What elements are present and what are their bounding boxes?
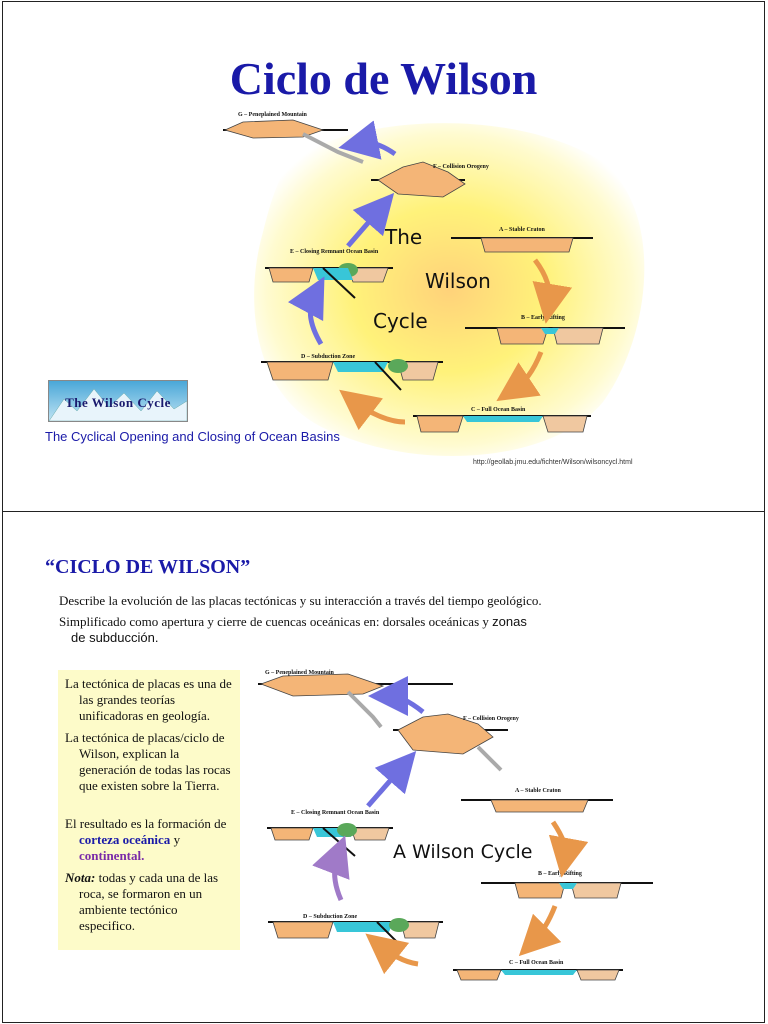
simplified-paragraph: Simplificado como apertura y cierre de c… (59, 614, 527, 630)
arrow-a-to-b (548, 820, 589, 878)
wilson-cycle-logo: The Wilson Cycle (48, 380, 188, 422)
stage-a-label: A – Stable Craton (499, 227, 545, 233)
arrow-f-to-g (368, 676, 425, 717)
stage-g-label: G – Peneplained Mountain (265, 670, 335, 676)
highlight-oceanic-crust: corteza oceánica (79, 832, 171, 847)
stage-b: B – Early Rifting (481, 871, 653, 899)
arrow-c-to-d (339, 389, 406, 431)
info-item-1: La tectónica de placas es una de las gra… (65, 676, 232, 723)
stage-g-peneplained-mountain: G – Peneplained Mountain (223, 112, 364, 164)
center-word-cycle: Cycle (373, 309, 428, 333)
info-item-3: El resultado es la formación de corteza … (65, 816, 227, 863)
arrow-d-to-e (287, 276, 325, 346)
source-url: http://geollab.jmu.edu/fichter/Wilson/wi… (473, 459, 633, 466)
stage-a-label: A – Stable Craton (515, 788, 561, 794)
stage-d: D – Subduction Zone (268, 914, 443, 949)
stage-g-label: G – Peneplained Mountain (238, 112, 308, 118)
arrow-b-to-c (496, 351, 544, 402)
note-label: Nota: (65, 870, 96, 885)
arrow-f-to-g (338, 120, 397, 160)
description-paragraph: Describe la evolución de las placas tect… (59, 593, 542, 608)
background-glow (254, 123, 645, 456)
slide-title: Ciclo de Wilson (229, 53, 538, 104)
simplified-text: Simplificado como apertura y cierre de c… (59, 614, 489, 629)
stage-f-label: F – Collision Orogeny (463, 716, 519, 722)
stage-e-label: E – Closing Remnant Ocean Basin (291, 810, 380, 816)
wilson-cycle-diagram-2: G – Peneplained Mountain F – Collision O… (258, 670, 653, 981)
center-word-wilson: Wilson (425, 269, 491, 293)
highlight-continental: continental. (79, 848, 145, 863)
logo-text: The Wilson Cycle (65, 395, 171, 410)
stage-f-collision-orogeny: F – Collision Orogeny (371, 161, 489, 198)
stage-b-label: B – Early Rifting (538, 871, 582, 877)
info-box: La tectónica de placas es una de las gra… (58, 670, 240, 950)
figure-caption: The Cyclical Opening and Closing of Ocea… (45, 429, 340, 444)
stage-c: C – Full Ocean Basin (453, 960, 623, 981)
arrow-d-to-e (312, 835, 350, 902)
arrow-a-to-b (532, 258, 573, 324)
stage-c-full-ocean-basin: C – Full Ocean Basin (413, 407, 591, 433)
stage-a-stable-craton: A – Stable Craton (451, 227, 593, 253)
stage-f: F – Collision Orogeny (393, 713, 519, 772)
center-word-the: The (384, 225, 422, 249)
simplified-continuation: de subducción. (71, 630, 159, 645)
wilson-cycle-diagram: G – Peneplained Mountain F – Collision O… (223, 112, 645, 456)
stage-b-label: B – Early Rifting (521, 315, 565, 321)
slide-title: “CICLO DE WILSON” (45, 556, 251, 578)
info-item-2: La tectónica de placas/ciclo de Wilson, … (65, 730, 231, 793)
diagram-center-text: A Wilson Cycle (393, 841, 533, 863)
stage-c-label: C – Full Ocean Basin (471, 407, 526, 413)
arrow-b-to-c (518, 905, 562, 957)
stage-d-label: D – Subduction Zone (303, 914, 358, 920)
stage-a: A – Stable Craton (461, 788, 613, 813)
stage-e-label: E – Closing Remnant Ocean Basin (290, 249, 379, 255)
stage-d-subduction-zone: D – Subduction Zone (261, 354, 443, 391)
stage-f-label: F – Collision Orogeny (433, 164, 489, 170)
stage-d-label: D – Subduction Zone (301, 354, 356, 360)
simplified-zonas: zonas (492, 614, 527, 629)
slide-2: “CICLO DE WILSON” Describe la evolución … (2, 511, 765, 1023)
stage-c-label: C – Full Ocean Basin (509, 960, 564, 966)
arrow-e-to-f (346, 192, 395, 248)
arrow-c-to-d (365, 933, 419, 975)
stage-e: E – Closing Remnant Ocean Basin (267, 810, 393, 857)
slide-1: Ciclo de Wilson G – Peneplained Mountain (2, 1, 765, 513)
arrow-e-to-f (366, 750, 417, 808)
info-item-4: Nota: todas y cada una de las roca, se f… (65, 870, 219, 933)
